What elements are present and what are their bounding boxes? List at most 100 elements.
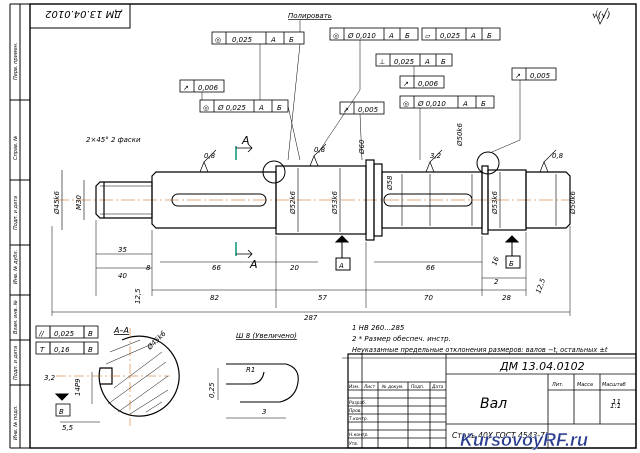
tol-base2-4: Б	[441, 58, 446, 66]
tol-sym-5: ↗	[183, 84, 189, 92]
top-code: ДМ 13.04.0102	[45, 8, 123, 19]
dim-66b: 66	[426, 264, 435, 272]
section-title: А–А	[113, 326, 129, 335]
tol-base2-2: Б	[405, 32, 410, 40]
rough-4: 0,8	[552, 152, 564, 160]
side-strip-dividers	[10, 99, 30, 386]
datum-b: Б	[509, 260, 514, 268]
dim-12-5a: 12,5	[134, 288, 142, 304]
keyway-left	[171, 193, 267, 207]
dim-28: 28	[502, 294, 511, 302]
section-w: 14P9	[74, 378, 82, 396]
tb-hdr-doc: № докум.	[381, 384, 404, 390]
tb-role-5: Утв.	[349, 441, 358, 447]
dim-82: 82	[210, 294, 219, 302]
detail-r: R1	[246, 366, 255, 374]
dim-20: 20	[290, 264, 299, 272]
tb-hdr-sign: Подп.	[411, 384, 424, 390]
tol-base-3: А	[470, 32, 476, 40]
detail-w: 0,25	[208, 382, 216, 398]
detail-label: Ш 8 (Увеличено)	[236, 332, 297, 340]
watermark[interactable]: KursovoyRF.ru	[460, 430, 588, 450]
outer-frame	[29, 3, 637, 449]
detail-circle-1	[262, 160, 286, 184]
polish-note: Полировать	[288, 12, 332, 20]
tol-val-10: 0,005	[530, 72, 551, 80]
tb-scale: 1:1	[610, 402, 621, 410]
dim-2: 2	[494, 278, 499, 286]
tol-base-4: А	[424, 58, 430, 66]
tb-hdr-lit: Лит.	[551, 382, 564, 388]
keyway-right	[383, 193, 473, 207]
dia-6: Ø58	[386, 175, 394, 191]
tol-val-3: 0,025	[440, 32, 461, 40]
cut-label-top: А	[241, 134, 250, 147]
roughness-marks	[199, 7, 609, 173]
tol-base2-3: Б	[487, 32, 492, 40]
tb-sheet: 11	[612, 398, 621, 406]
dia-7: Ø50k6	[456, 123, 464, 147]
tol-sym-4: ⊥	[379, 58, 385, 66]
tb-hdr-mass: Масса	[577, 382, 593, 388]
tol-base-6: А	[258, 104, 264, 112]
tb-role-1: Разраб.	[349, 400, 366, 406]
tol-sym-8: ↗	[403, 80, 409, 88]
general-roughness: √(√)	[592, 10, 611, 21]
chamfer-note: 2×45° 2 фаски	[86, 136, 141, 144]
tol-sym-10: ↗	[515, 72, 521, 80]
rough-1: 0,8	[204, 152, 216, 160]
section-a-a	[35, 325, 180, 426]
dia-1: Ø45k6	[53, 191, 61, 215]
tol-val-7: 0,005	[358, 106, 379, 114]
side-label-2: Справ. №	[13, 136, 19, 160]
tol-base-2: А	[388, 32, 394, 40]
rough-3: 3,2	[430, 152, 442, 160]
dim-66a: 66	[212, 264, 221, 272]
tb-code: ДМ 13.04.0102	[499, 360, 585, 373]
tol-base2-9: Б	[481, 100, 486, 108]
sec-tol1-base: В	[88, 330, 93, 338]
sec-tol1-val: 0,025	[54, 330, 75, 338]
tb-role-4: Н.контр.	[349, 432, 369, 438]
side-label-4: Инв. № дубл.	[13, 250, 19, 284]
tol-base-1: А	[270, 36, 276, 44]
dim-40: 40	[118, 272, 127, 280]
section-datum: В	[59, 408, 64, 416]
side-label-1: Перв. примен.	[13, 42, 19, 80]
tb-part-name: Вал	[480, 396, 507, 412]
tol-val-5: 0,006	[198, 84, 219, 92]
diameter-dims	[61, 168, 557, 232]
rough-2: 0,8	[314, 146, 326, 154]
section-depth: 5,5	[62, 424, 74, 432]
tol-val-4: 0,025	[394, 58, 415, 66]
dim-287: 287	[304, 314, 318, 322]
tol-val-9: Ø 0,010	[417, 100, 446, 108]
dim-16: 16	[490, 255, 501, 267]
tol-sym-3: ⏥	[425, 32, 431, 40]
tol-base2-1: Б	[289, 36, 294, 44]
tol-sym-1: ◎	[215, 36, 221, 44]
section-r: 3,2	[44, 374, 56, 382]
tb-hdr-date: Дата	[431, 384, 444, 390]
tol-val-8: 0,006	[418, 80, 439, 88]
section-dia: Ø45k6	[145, 329, 168, 352]
tol-base2-6: Б	[277, 104, 282, 112]
dim-8: 8	[146, 264, 151, 272]
detail-d: 3	[262, 408, 266, 416]
side-label-3: Подп. и дата	[13, 196, 19, 230]
tol-sym-9: ◎	[403, 100, 409, 108]
sec-tol1-sym: ∕∕	[38, 330, 44, 338]
tb-hdr-izm: Изм.	[349, 384, 359, 390]
datum-a: А	[338, 262, 344, 270]
tol-val-6: Ø 0,025	[217, 104, 246, 112]
dia-2: M30	[75, 195, 83, 210]
tolerance-frames	[179, 27, 557, 115]
tol-sym-6: ◎	[203, 104, 209, 112]
side-label-6: Подп. и дата	[13, 346, 19, 380]
leaders	[201, 20, 521, 161]
shaft-outline	[95, 159, 571, 241]
tol-val-1: 0,025	[232, 36, 253, 44]
sec-tol2-sym: Т	[40, 346, 45, 354]
tb-role-2: Пров.	[349, 408, 362, 414]
